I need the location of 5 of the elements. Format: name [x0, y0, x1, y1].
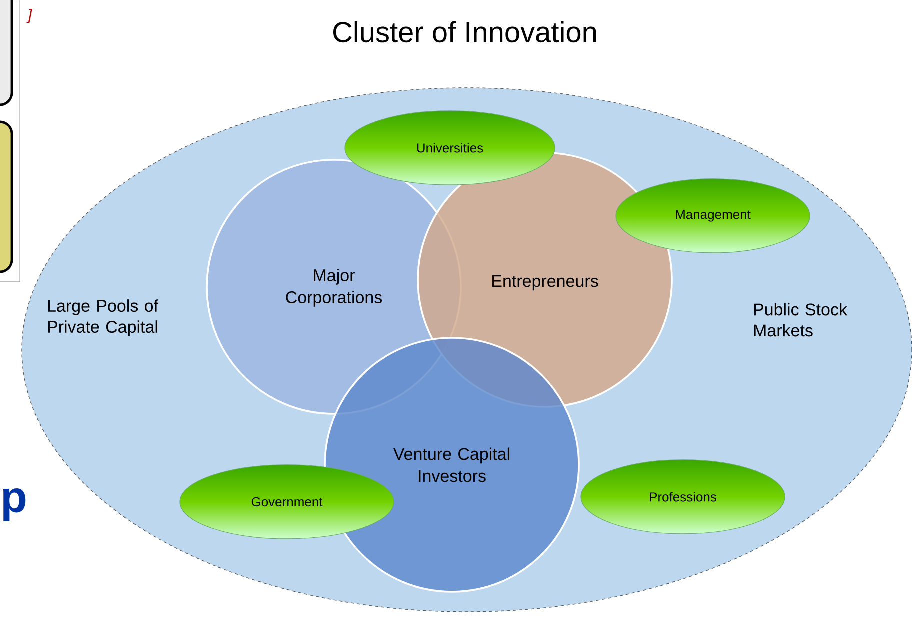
region-label: Public Stock Markets: [754, 303, 848, 337]
cropped-text: p: [3, 488, 26, 522]
title: Cluster of Innovation: [334, 21, 596, 43]
region-label: Large Pools of Private Capital: [48, 300, 159, 336]
cropped-text: ]: [26, 9, 32, 23]
